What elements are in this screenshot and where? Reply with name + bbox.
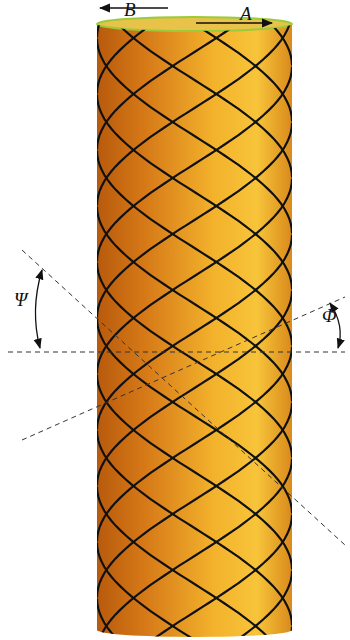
helix-line bbox=[97, 319, 292, 514]
helix-line bbox=[97, 431, 292, 626]
a-arrow bbox=[196, 22, 272, 23]
helix-line bbox=[97, 235, 292, 430]
cylinder-body bbox=[97, 24, 292, 637]
helix-line bbox=[97, 571, 292, 640]
helix-line bbox=[97, 403, 292, 598]
helix-line bbox=[97, 123, 292, 318]
direction-label: B bbox=[124, 0, 136, 19]
helix-line bbox=[97, 291, 292, 486]
helix-line bbox=[97, 599, 292, 640]
angle-label: Φ bbox=[322, 306, 336, 325]
helix-line bbox=[97, 67, 292, 262]
psi-arc bbox=[35, 270, 42, 348]
helix-line bbox=[97, 39, 292, 234]
helix-line bbox=[97, 627, 292, 640]
helix-line bbox=[97, 151, 292, 346]
cylinder-top bbox=[97, 17, 292, 31]
angle-arcs bbox=[35, 270, 340, 348]
direction-label: A bbox=[240, 4, 252, 23]
horizontal-guide bbox=[8, 352, 345, 353]
angle-guides bbox=[8, 250, 345, 545]
psi-guide bbox=[22, 250, 345, 545]
helix-line bbox=[97, 179, 292, 374]
angle-label: Ψ bbox=[14, 290, 27, 309]
helix-line bbox=[97, 207, 292, 402]
helix-line bbox=[97, 543, 292, 640]
helix-grid bbox=[97, 0, 292, 640]
phi-guide bbox=[22, 297, 345, 440]
helix-line bbox=[97, 263, 292, 458]
helix-line bbox=[97, 347, 292, 542]
helix-line bbox=[97, 375, 292, 570]
helix-line bbox=[97, 11, 292, 206]
helix-line bbox=[97, 95, 292, 290]
